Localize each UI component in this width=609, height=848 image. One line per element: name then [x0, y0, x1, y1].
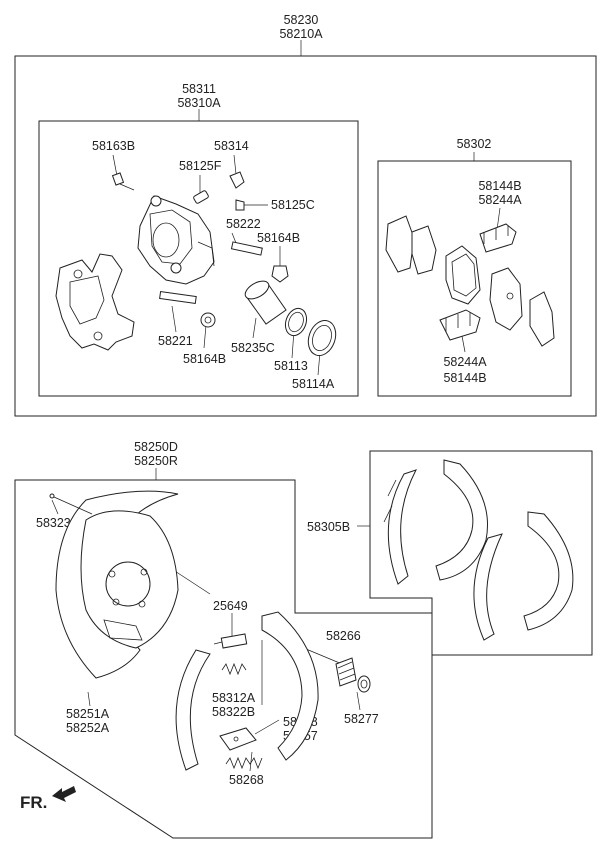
bleeder-screw-58163B — [111, 172, 135, 191]
guide-pin-58221 — [159, 290, 197, 305]
spring-58268 — [225, 756, 263, 770]
part-labels: 58230 58210A 58311 58310A 58163B 58314 5… — [36, 13, 522, 787]
fr-label: FR. — [20, 793, 47, 812]
label-58113: 58113 — [274, 359, 308, 373]
dust-boot-58114A — [307, 320, 337, 356]
label-58314: 58314 — [214, 139, 249, 153]
pad-clip-58144B-top — [479, 223, 517, 253]
label-58125F: 58125F — [179, 159, 222, 173]
caliper-carrier-bracket — [55, 253, 135, 351]
bolt-58323 — [49, 493, 93, 515]
label-58266: 58266 — [326, 629, 361, 643]
backing-plate-58251A — [55, 490, 179, 679]
label-58268: 58268 — [229, 773, 264, 787]
bolt-58164B-top — [271, 265, 289, 283]
label-58125C: 58125C — [271, 198, 315, 212]
bolt-58164B-bottom — [200, 312, 216, 328]
front-direction-marker: FR. — [20, 786, 76, 812]
label-58244A-a: 58244A — [478, 193, 522, 207]
label-58230: 58230 — [284, 13, 319, 27]
parking-shoe-set-58305B — [383, 459, 574, 641]
caliper-assembly-frame — [14, 55, 597, 417]
label-58221: 58221 — [158, 334, 193, 348]
guide-pin-58222 — [230, 241, 263, 256]
parking-shoe-left — [175, 649, 211, 771]
label-58310A: 58310A — [177, 96, 221, 110]
label-58311: 58311 — [182, 82, 216, 96]
pad-kit-frame — [377, 160, 572, 397]
label-58250R: 58250R — [134, 454, 178, 468]
pad-shim-left — [385, 215, 437, 275]
label-58144B-a: 58144B — [478, 179, 521, 193]
front-arrow-icon — [52, 786, 76, 802]
spring-58266 — [335, 657, 357, 687]
label-58322B: 58322B — [212, 705, 255, 719]
pad-shim-right — [529, 291, 555, 347]
washer-58277 — [357, 675, 371, 693]
label-58312A: 58312A — [212, 691, 256, 705]
caliper-housing — [137, 195, 215, 285]
label-58251A: 58251A — [66, 707, 110, 721]
label-58244A-b: 58244A — [443, 355, 487, 369]
label-58222: 58222 — [226, 217, 261, 231]
label-58323: 58323 — [36, 516, 71, 530]
caliper-body-frame — [38, 120, 359, 397]
spring-58312A — [221, 662, 247, 676]
brake-pad-outer — [489, 267, 523, 331]
label-58305B: 58305B — [307, 520, 350, 534]
label-58235C: 58235C — [231, 341, 275, 355]
label-58252A: 58252A — [66, 721, 110, 735]
adjuster-25649 — [213, 633, 248, 649]
parking-shoe-frame — [369, 450, 593, 656]
label-58302: 58302 — [457, 137, 492, 151]
label-58144B-b: 58144B — [443, 371, 486, 385]
label-58164B-b: 58164B — [183, 352, 226, 366]
pad-clip-58244A-bottom — [439, 309, 481, 341]
label-58277: 58277 — [344, 712, 379, 726]
boot-58125F — [193, 190, 209, 204]
brake-pad-inner — [445, 245, 481, 305]
label-25649: 25649 — [213, 599, 248, 613]
backing-plate-frame — [14, 479, 433, 839]
cap-58314 — [229, 171, 245, 189]
label-58250D: 58250D — [134, 440, 178, 454]
label-58164B-a: 58164B — [257, 231, 300, 245]
label-58114A: 58114A — [292, 377, 335, 391]
parking-shoe-right — [261, 611, 319, 761]
piston-seal-58113 — [284, 307, 308, 337]
label-58163B: 58163B — [92, 139, 135, 153]
piston-58235C — [244, 280, 287, 325]
label-58210A: 58210A — [279, 27, 323, 41]
boot-58125C — [235, 199, 245, 211]
lever-58258 — [219, 727, 257, 751]
